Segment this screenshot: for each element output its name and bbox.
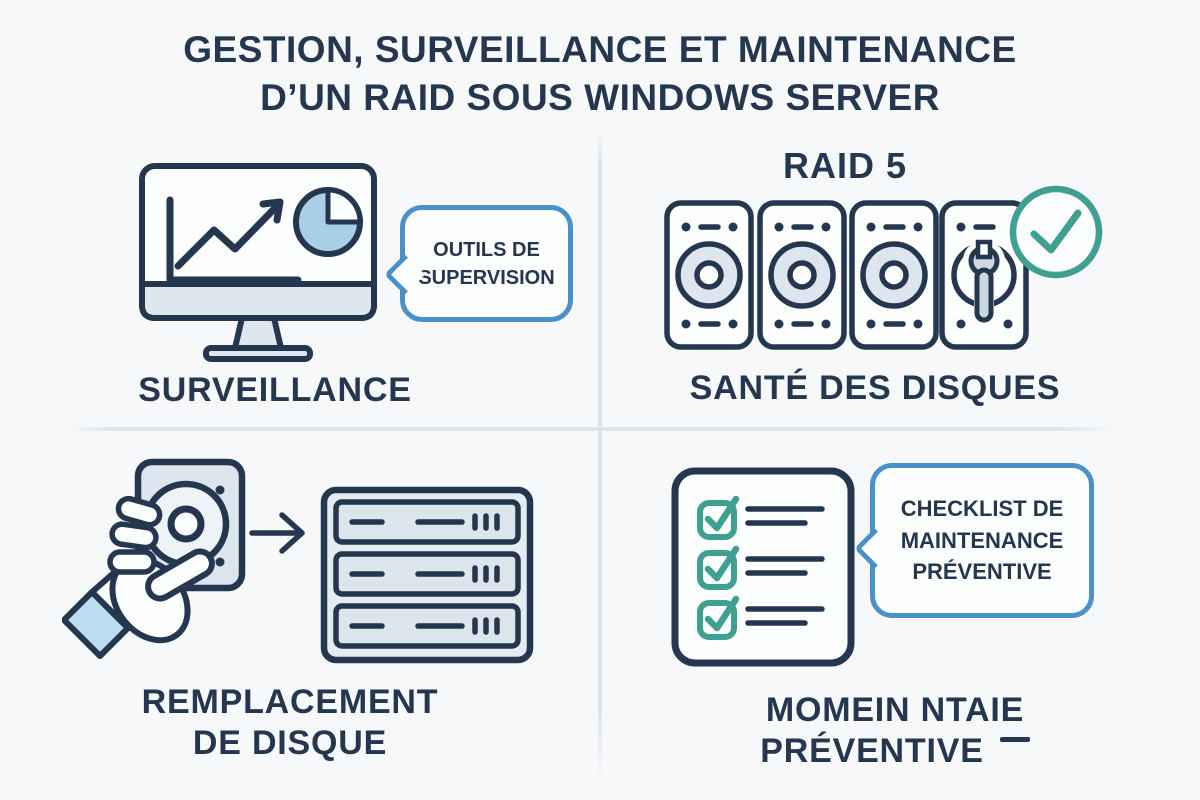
- horizontal-divider: [70, 427, 1118, 431]
- section-surveillance: OUTILS DE SUPERVISION SURVEILLANCE: [0, 130, 598, 428]
- maintenance-label-line2: PRÉVENTIVE: [760, 732, 984, 771]
- maintenance-label: MOMEIN NTAIE PRÉVENTIVE: [695, 690, 1095, 773]
- page-title-line2: D’UN RAID SOUS WINDOWS SERVER: [260, 77, 940, 119]
- checklist-bubble: CHECKLIST DE MAINTENANCE PRÉVENTIVE: [853, 463, 1094, 618]
- vertical-divider: [598, 128, 602, 784]
- page-title-line1: GESTION, SURVEILLANCE ET MAINTENANCE: [183, 29, 1017, 70]
- server-rack-icon: [320, 486, 534, 664]
- maintenance-label-line2-wrap: PRÉVENTIVE: [695, 731, 1095, 772]
- supervision-bubble: OUTILS DE SUPERVISION: [383, 205, 573, 322]
- disk-icon: [757, 200, 847, 350]
- supervision-bubble-line2: SUPERVISION: [418, 266, 555, 289]
- checklist-row: [697, 545, 825, 590]
- section-maintenance: CHECKLIST DE MAINTENANCE PRÉVENTIVE MOME…: [600, 430, 1200, 800]
- maintenance-label-line1: MOMEIN NTAIE: [765, 691, 1025, 729]
- replacement-label: REMPLACEMENT DE DISQUE: [90, 682, 490, 765]
- hand-holding-disk-icon: [62, 458, 246, 659]
- replacement-label-line1: REMPLACEMENT: [141, 683, 439, 721]
- surveillance-label: SURVEILLANCE: [138, 371, 412, 409]
- page-title: GESTION, SURVEILLANCE ET MAINTENANCE D’U…: [0, 26, 1200, 122]
- raid5-heading: RAID 5: [782, 145, 908, 186]
- disk-icon: [849, 200, 939, 350]
- checklist-row: [697, 495, 825, 540]
- section-replacement: REMPLACEMENT DE DISQUE: [0, 430, 598, 800]
- disk-health-label: SANTÉ DES DISQUES: [689, 369, 1061, 407]
- checklist-bubble-line1: CHECKLIST DE: [900, 495, 1064, 521]
- disk-array-icons: [664, 185, 1103, 350]
- checklist-icon: [671, 467, 855, 667]
- replacement-label-line2: DE DISQUE: [192, 724, 388, 763]
- bubble-tail: [853, 527, 896, 570]
- checklist-bubble-line3: PRÉVENTIVE: [912, 559, 1052, 585]
- monitor-analytics-icon: [139, 163, 377, 362]
- checklist-bubble-line2: MAINTENANCE: [900, 527, 1064, 553]
- arrow-right-icon: [249, 512, 305, 554]
- stray-overline-mark: [999, 736, 1030, 742]
- section-disk-health: RAID 5: [600, 130, 1200, 428]
- check-circle-icon: [1009, 185, 1103, 279]
- disk-wrench-icon: [939, 200, 1029, 350]
- checklist-row: [697, 595, 825, 640]
- disk-icon: [664, 200, 754, 350]
- supervision-bubble-line1: OUTILS DE: [433, 238, 540, 261]
